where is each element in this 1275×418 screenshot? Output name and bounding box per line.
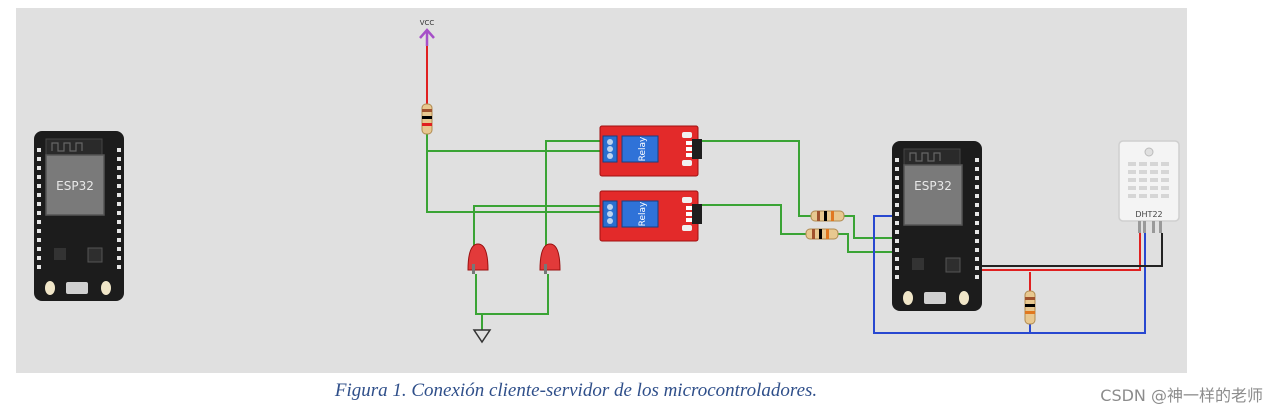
wires-blue <box>873 215 1146 334</box>
figure-caption: Figura 1. Conexión cliente-servidor de l… <box>334 380 818 401</box>
wires-red <box>426 46 1141 291</box>
relay-2-label: Relay <box>638 201 648 226</box>
esp32-board-left: ESP32 <box>34 131 124 301</box>
relay-module-2: Relay <box>599 190 702 242</box>
esp32-right-pins <box>895 158 979 279</box>
esp32-left-label: ESP32 <box>56 179 94 193</box>
resistor-vcc <box>421 103 433 135</box>
led-2 <box>539 243 561 274</box>
vcc-symbol: VCC <box>419 19 435 46</box>
dht22-label: DHT22 <box>1135 210 1162 219</box>
resistor-1 <box>810 210 845 222</box>
dht22-sensor: DHT22 <box>1118 140 1180 233</box>
led-1 <box>467 243 489 274</box>
resistor-pullup <box>1024 290 1036 325</box>
vcc-label: VCC <box>420 19 435 27</box>
resistor-2 <box>805 228 839 240</box>
wires-green <box>426 134 896 330</box>
esp32-left-pins <box>37 148 121 269</box>
esp32-right-label: ESP32 <box>914 179 952 193</box>
ground-symbol <box>472 329 492 344</box>
relay-1-label: Relay <box>638 136 648 161</box>
circuit-diagram: ESP32 VCC <box>16 8 1187 373</box>
wires-black <box>977 233 1163 267</box>
relay-module-1: Relay <box>599 125 702 177</box>
esp32-board-right: ESP32 <box>892 141 982 311</box>
watermark: CSDN @神一样的老师 <box>1100 386 1263 405</box>
